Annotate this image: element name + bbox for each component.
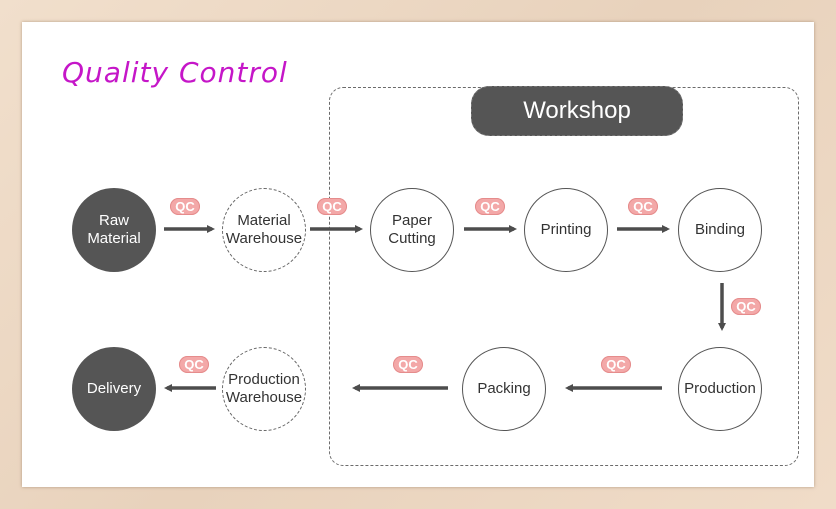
qc-badge: QC bbox=[170, 198, 200, 215]
diagram-title: Quality Control bbox=[62, 56, 288, 89]
qc-badge: QC bbox=[601, 356, 631, 373]
node-production-warehouse: Production Warehouse bbox=[222, 347, 306, 431]
node-delivery: Delivery bbox=[72, 347, 156, 431]
node-production: Production bbox=[678, 347, 762, 431]
node-material-warehouse: Material Warehouse bbox=[222, 188, 306, 272]
qc-badge: QC bbox=[317, 198, 347, 215]
qc-badge: QC bbox=[731, 298, 761, 315]
node-binding: Binding bbox=[678, 188, 762, 272]
qc-badge: QC bbox=[475, 198, 505, 215]
node-packing: Packing bbox=[462, 347, 546, 431]
node-printing: Printing bbox=[524, 188, 608, 272]
workshop-label: Workshop bbox=[471, 86, 683, 136]
qc-badge: QC bbox=[179, 356, 209, 373]
qc-badge: QC bbox=[628, 198, 658, 215]
node-paper-cutting: Paper Cutting bbox=[370, 188, 454, 272]
qc-badge: QC bbox=[393, 356, 423, 373]
node-raw-material: Raw Material bbox=[72, 188, 156, 272]
